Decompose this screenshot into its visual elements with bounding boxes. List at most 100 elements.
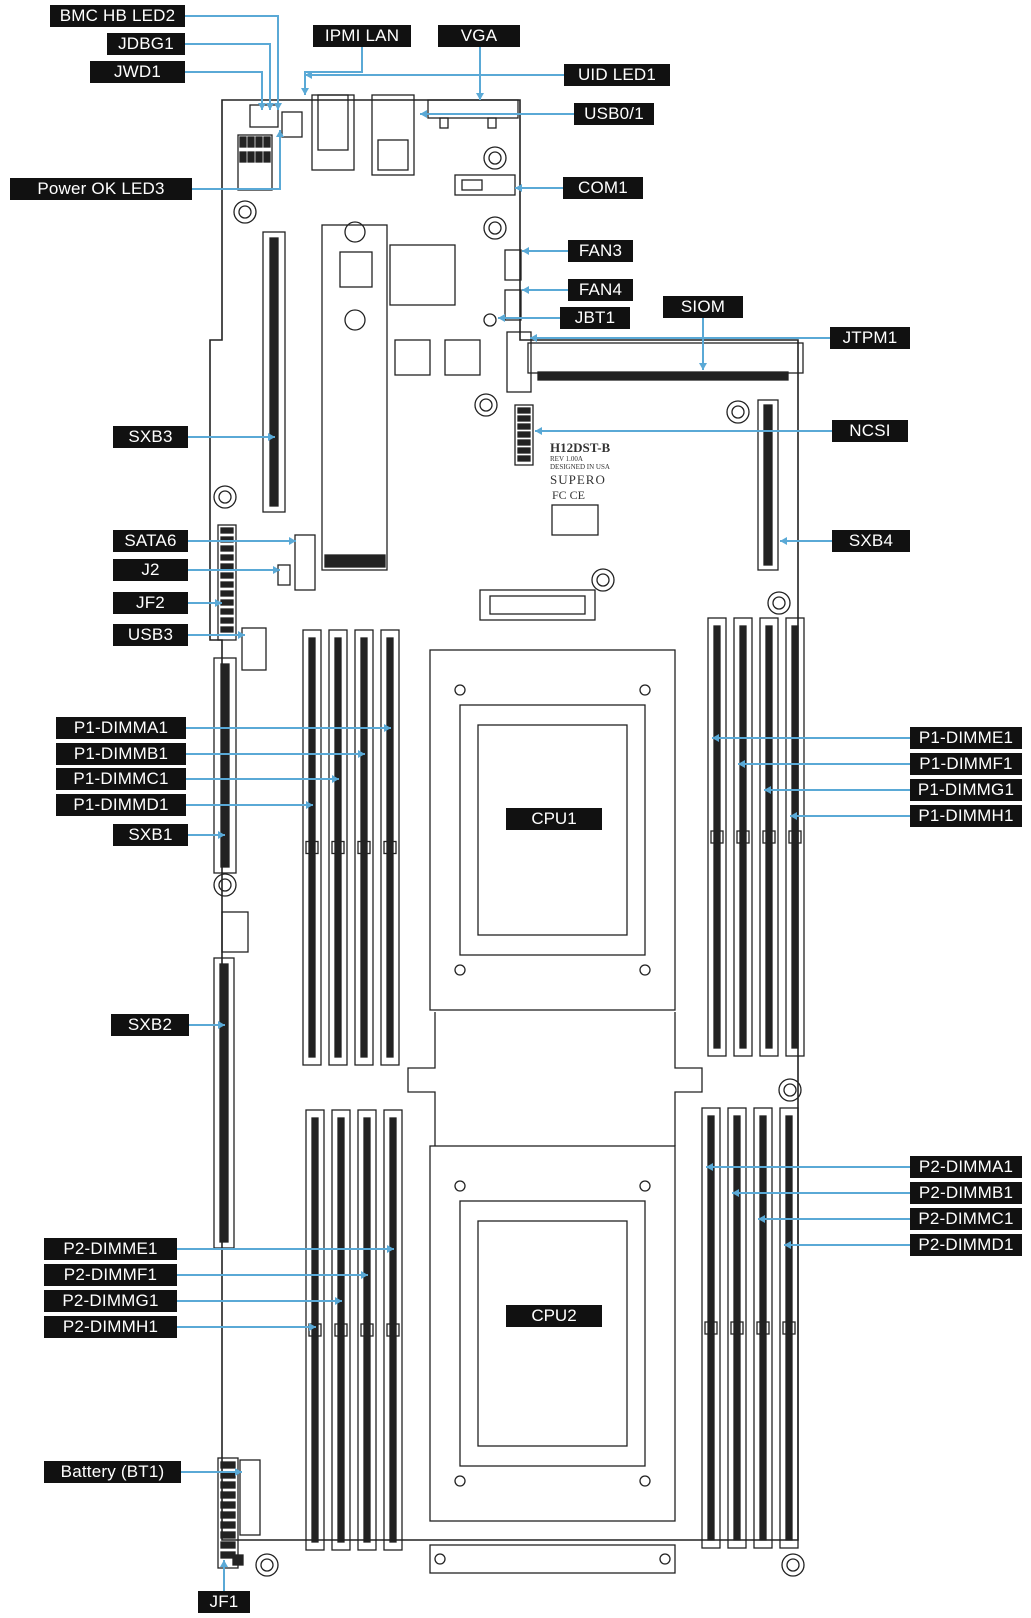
leader-line xyxy=(185,71,263,110)
sata6-label: SATA6 xyxy=(113,530,188,552)
p1-left-dimm-key xyxy=(357,840,371,855)
leader-arrowhead xyxy=(332,775,339,783)
p1-dimma1-label: P1-DIMMA1 xyxy=(56,717,186,739)
sata6-connector xyxy=(294,534,316,591)
p1-left-dimm-slot-inner xyxy=(386,637,394,1058)
cpu1-die xyxy=(477,724,628,936)
uid-led1-label: UID LED1 xyxy=(564,64,670,86)
cpu1-mount xyxy=(639,964,651,976)
cpu1-mount xyxy=(639,684,651,696)
mounting-hole-inner xyxy=(772,596,786,610)
p2-right-dimm-slot-inner xyxy=(785,1115,793,1541)
leader-arrowhead xyxy=(235,1468,242,1476)
ncsi-pin xyxy=(517,431,531,438)
jf1-pin xyxy=(220,1541,236,1549)
jf2-header xyxy=(217,524,237,641)
jf1-header xyxy=(217,1457,239,1569)
jf2-pin xyxy=(220,527,234,534)
p2-right-dimm-slot-inner xyxy=(733,1115,741,1541)
p1-right-dimm-slot xyxy=(785,617,805,1057)
p1-right-dimm-slot xyxy=(733,617,753,1057)
mounting-hole xyxy=(483,146,507,170)
p1-dimmh1-label: P1-DIMMH1 xyxy=(910,805,1022,827)
cpu1-heatspreader xyxy=(459,704,646,956)
jwd1-jdbg1-headers xyxy=(249,104,279,128)
leader-arrowhead xyxy=(218,831,225,839)
p1-left-dimm-slot-inner xyxy=(308,637,316,1058)
leader-arrowhead xyxy=(498,314,505,322)
cpu2-mount xyxy=(454,1475,466,1487)
leader-arrowhead xyxy=(420,110,427,118)
p2-left-dimm-slot xyxy=(331,1109,351,1551)
leader-line xyxy=(185,43,271,110)
cpu2-mount xyxy=(639,1180,651,1192)
cpu1-mount xyxy=(454,964,466,976)
p1-left-dimm-key xyxy=(331,840,345,855)
leader-arrowhead xyxy=(273,566,280,574)
leader-arrowhead xyxy=(732,1189,739,1197)
jf2-pin xyxy=(220,617,234,624)
p1-right-dimm-key xyxy=(736,830,750,844)
p2-right-dimm-slot-inner xyxy=(707,1115,715,1541)
p2-right-dimm-key xyxy=(756,1321,770,1335)
p2-right-dimm-slot xyxy=(701,1107,721,1549)
leader-arrowhead xyxy=(215,599,222,607)
certification-marks-silkscreen: FC CE xyxy=(552,488,586,502)
jdbg1-label: JDBG1 xyxy=(107,33,185,55)
p1-left-dimm-key xyxy=(305,840,319,855)
cpu1-label: CPU1 xyxy=(506,808,602,830)
header-pin xyxy=(247,151,255,163)
jf1-pin xyxy=(220,1501,236,1509)
jbt1-label: JBT1 xyxy=(560,307,630,329)
j2-label: J2 xyxy=(113,559,188,581)
p1-left-dimm-key xyxy=(383,840,397,855)
sxb2-label: SXB2 xyxy=(111,1014,189,1036)
p2-dimmc1-label: P2-DIMMC1 xyxy=(910,1208,1022,1230)
cpu2-die xyxy=(477,1220,628,1447)
leader-arrowhead xyxy=(335,1297,342,1305)
p2-left-dimm-slot xyxy=(305,1109,325,1551)
p2-right-dimm-slot xyxy=(753,1107,773,1549)
usb01-label: USB0/1 xyxy=(574,103,654,125)
jf2-pin xyxy=(220,572,234,579)
p2-dimmg1-label: P2-DIMMG1 xyxy=(44,1290,177,1312)
vga-port xyxy=(427,99,519,119)
p1-dimmb1-label: P1-DIMMB1 xyxy=(56,743,186,765)
p1-right-dimm-key xyxy=(710,830,724,844)
com1-label: COM1 xyxy=(563,177,643,199)
p1-right-dimm-slot-inner xyxy=(739,625,747,1049)
p2-right-dimm-key xyxy=(730,1321,744,1335)
header-pin xyxy=(239,151,247,163)
sxb1-slot-inner xyxy=(220,663,230,868)
p1-left-dimm-slot xyxy=(302,629,322,1066)
vga-post xyxy=(439,117,449,129)
cpu-vrm-block xyxy=(394,339,431,376)
leader-arrowhead xyxy=(309,1323,316,1331)
jf1-label: JF1 xyxy=(198,1591,250,1613)
mounting-hole xyxy=(213,873,237,897)
header-pin xyxy=(263,136,271,148)
siom-slot xyxy=(527,342,804,374)
p1-dimme1-label: P1-DIMME1 xyxy=(910,727,1022,749)
m2-standoff-2 xyxy=(344,309,366,331)
p2-left-dimm-key xyxy=(360,1323,374,1337)
p2-dimmf1-label: P2-DIMMF1 xyxy=(44,1264,177,1286)
jf2-pin xyxy=(220,608,234,615)
jf1-pin xyxy=(220,1511,236,1519)
mounting-hole-inner xyxy=(260,1558,274,1572)
mounting-hole-inner xyxy=(479,398,493,412)
leader-arrowhead xyxy=(258,103,266,110)
board-rev-silkscreen: REV 1.00A xyxy=(550,455,583,463)
leader-arrowhead xyxy=(706,1163,713,1171)
jf2-pin xyxy=(220,590,234,597)
p1-left-dimm-slot-inner xyxy=(360,637,368,1058)
jf2-pin xyxy=(220,554,234,561)
mounting-hole xyxy=(255,1553,279,1577)
leader-arrowhead xyxy=(515,184,522,192)
cpu-retention-bridge xyxy=(407,1012,703,1146)
siom-contacts xyxy=(537,371,789,381)
bmc-hb-led2-label: BMC HB LED2 xyxy=(50,5,185,27)
mounting-hole-inner xyxy=(783,1083,797,1097)
leader-line xyxy=(185,15,279,110)
